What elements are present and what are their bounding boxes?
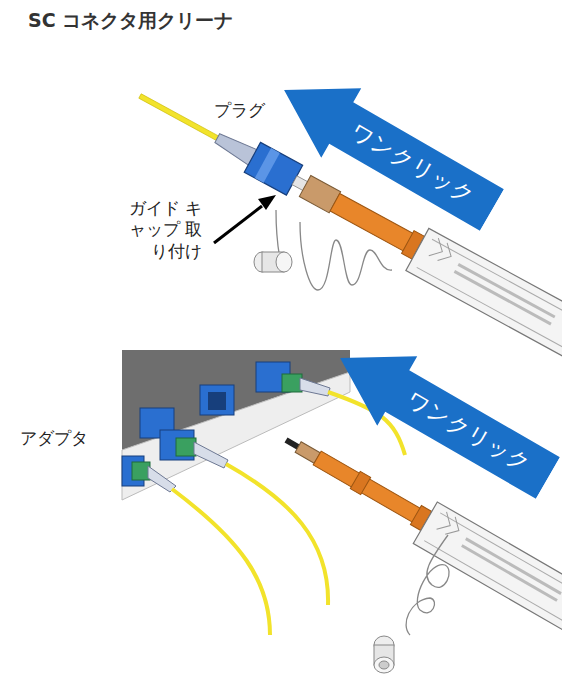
callout-label: ガイド キャップ 取り付け	[124, 198, 202, 262]
title: SC コネクタ用クリーナ	[28, 8, 233, 34]
fiber-cables	[172, 392, 405, 635]
arrow-fill	[264, 55, 512, 244]
coil-wire	[406, 535, 449, 635]
panel-face	[122, 372, 350, 500]
part-label: プラグ	[214, 100, 265, 121]
leader-arrow	[214, 206, 262, 243]
guide-cap	[254, 252, 292, 272]
arrow-text: ワンクリック	[334, 110, 491, 218]
part-label: アダプタ	[20, 428, 88, 449]
leader-arrowhead	[258, 195, 276, 210]
coil-wire	[276, 210, 392, 290]
arrow-fill	[320, 323, 562, 512]
adapters	[122, 362, 330, 492]
guide-cap	[374, 636, 394, 673]
arrow-shape: ワンクリック	[264, 55, 512, 244]
arrow-text: ワンクリック	[390, 378, 547, 486]
